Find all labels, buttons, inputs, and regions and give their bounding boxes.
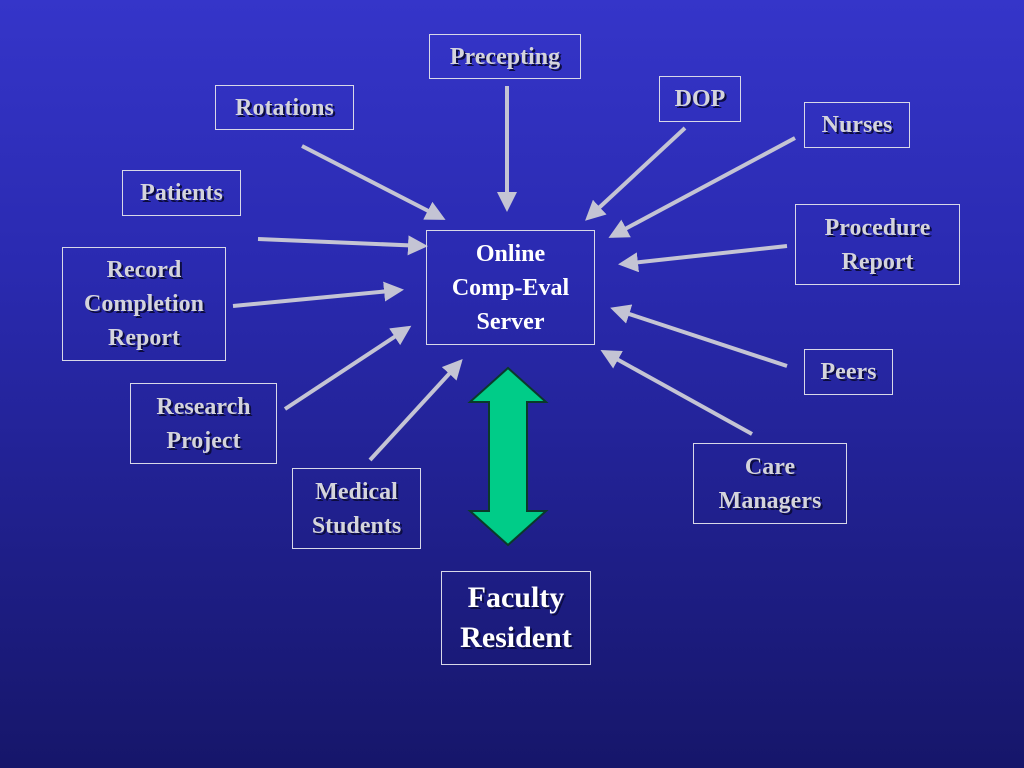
node-peers: Peers	[804, 349, 893, 395]
node-rotations-label: Rotations	[235, 94, 334, 121]
node-medical-students-line-2: Students	[311, 512, 402, 539]
node-dop-label: DOP	[674, 86, 726, 112]
center-line-1: Online	[475, 240, 546, 267]
node-procedure-report-line-1: Procedure	[824, 214, 931, 241]
node-research-project-line-1: Research	[156, 393, 251, 420]
node-nurses-label: Nurses	[821, 112, 893, 138]
node-peers-label: Peers	[820, 359, 877, 385]
node-faculty-resident: Faculty Resident	[441, 571, 591, 665]
node-medical-students: Medical Students	[292, 468, 421, 549]
arrow-record-completion	[232, 281, 404, 308]
node-record-completion-report: Record Completion Report	[62, 247, 226, 361]
node-dop: DOP	[659, 76, 741, 122]
node-record-completion-line-3: Report	[108, 325, 180, 351]
node-online-comp-eval-server: Online Comp-Eval Server	[426, 230, 595, 345]
arrow-care-managers	[600, 350, 753, 436]
node-care-managers-line-2: Managers	[718, 487, 822, 514]
node-precepting: Precepting	[429, 34, 581, 79]
bidirectional-arrow	[467, 366, 549, 547]
node-nurses: Nurses	[804, 102, 910, 148]
arrow-rotations	[301, 144, 446, 220]
center-line-3: Server	[476, 308, 545, 335]
node-rotations: Rotations	[215, 85, 354, 130]
node-patients: Patients	[122, 170, 241, 216]
node-medical-students-line-1: Medical	[315, 478, 398, 505]
node-procedure-report: Procedure Report	[795, 204, 960, 285]
node-care-managers-line-1: Care	[744, 453, 796, 480]
node-research-project-line-2: Project	[166, 427, 241, 454]
faculty-line-1: Faculty	[467, 581, 565, 614]
arrow-nurses	[608, 136, 796, 238]
node-care-managers: Care Managers	[693, 443, 847, 524]
faculty-line-2: Resident	[460, 621, 572, 654]
arrow-medical-students	[368, 359, 463, 462]
node-research-project: Research Project	[130, 383, 277, 464]
arrow-research-project	[283, 325, 412, 411]
node-record-completion-line-1: Record	[106, 257, 182, 283]
node-procedure-report-line-2: Report	[841, 248, 914, 275]
arrow-patients	[257, 235, 428, 256]
node-patients-label: Patients	[140, 180, 223, 206]
arrow-dop	[585, 126, 687, 221]
center-line-2: Comp-Eval	[451, 274, 570, 301]
node-record-completion-line-2: Completion	[84, 291, 204, 317]
arrow-peers	[610, 304, 788, 368]
arrow-procedure-report	[618, 244, 788, 273]
node-precepting-label: Precepting	[449, 43, 561, 70]
